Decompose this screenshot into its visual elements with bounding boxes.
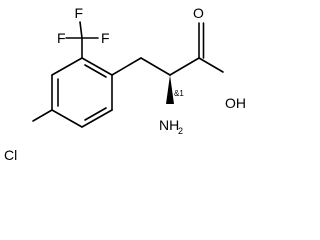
ring-to-chlorine-bond — [32, 109, 53, 122]
fluorine-left-label: F — [57, 30, 66, 46]
bond-layer — [32, 21, 224, 128]
ring-bond-3 — [81, 109, 113, 128]
ring-to-ch2-bond — [111, 57, 142, 76]
chlorine-label: Cl — [4, 147, 17, 163]
amine-subscript: 2 — [178, 126, 183, 136]
ring-bond-1 — [81, 57, 113, 76]
cf3-to-top-fluorine-bond — [79, 21, 83, 39]
amine-label: NH — [159, 117, 179, 133]
amine-wedge-bond — [166, 75, 174, 104]
molecule-structure: F F F O OH &1 NH 2 Cl — [4, 5, 246, 163]
ring-inner-bond-1 — [84, 64, 107, 78]
fluorine-right-label: F — [101, 30, 110, 46]
hydroxyl-label: OH — [225, 95, 246, 111]
alpha-to-carboxyl-carbon-bond — [169, 57, 200, 76]
ring-bond-4 — [51, 109, 83, 128]
ring-inner-bond-2 — [84, 107, 107, 121]
stereo-layer — [166, 75, 174, 104]
label-layer: F F F O OH &1 NH 2 Cl — [4, 5, 246, 163]
oxygen-label: O — [193, 5, 204, 21]
ch2-to-alpha-carbon-bond — [140, 57, 171, 76]
ring-bond-6 — [51, 57, 83, 76]
carboxyl-to-hydroxyl-bond — [198, 57, 224, 73]
stereo-descriptor: &1 — [174, 89, 184, 98]
fluorine-top-label: F — [75, 5, 84, 21]
